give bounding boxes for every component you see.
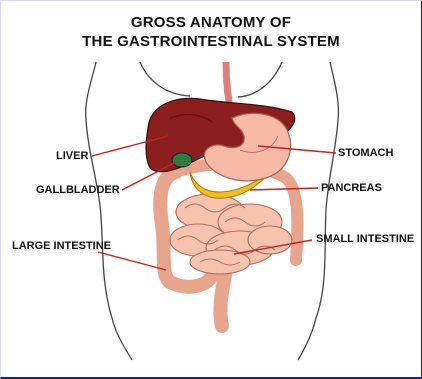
pancreas-leader xyxy=(250,188,318,190)
label-pancreas: PANCREAS xyxy=(321,182,382,194)
label-small-intestine: SMALL INTESTINE xyxy=(316,233,414,245)
label-large-intestine: LARGE INTESTINE xyxy=(12,240,111,252)
gallbladder-shape xyxy=(172,153,192,167)
label-stomach: STOMACH xyxy=(338,147,393,159)
large-intestine-leader xyxy=(98,252,166,270)
label-gallbladder: GALLBLADDER xyxy=(36,184,120,196)
rectum-shape xyxy=(220,270,226,326)
label-liver: LIVER xyxy=(56,150,88,162)
